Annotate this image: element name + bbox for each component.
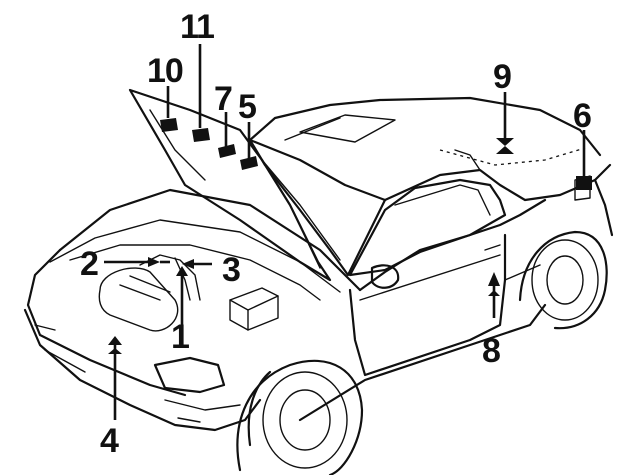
side-window xyxy=(348,178,507,277)
side-mirror xyxy=(370,264,400,289)
callout-3: 3 xyxy=(222,251,240,289)
callout-9: 9 xyxy=(493,58,511,96)
car-body xyxy=(23,88,614,475)
callout-4: 4 xyxy=(100,422,119,460)
front-bumper xyxy=(23,308,262,432)
front-wheel xyxy=(236,359,364,475)
air-cleaner xyxy=(98,267,179,332)
callout-10: 10 xyxy=(147,52,183,90)
engine-bay xyxy=(69,244,321,301)
rear-wheel xyxy=(518,178,614,330)
callout-leaders xyxy=(104,44,592,420)
callout-11: 11 xyxy=(180,8,214,46)
roof xyxy=(248,96,602,157)
callout-6: 6 xyxy=(573,97,591,135)
battery xyxy=(229,287,279,331)
callout-7: 7 xyxy=(214,80,232,118)
callout-5: 5 xyxy=(238,88,256,126)
hood-panel xyxy=(128,88,332,282)
windshield xyxy=(248,138,387,277)
headlight xyxy=(153,356,226,394)
callout-2: 2 xyxy=(80,245,98,283)
sunroof xyxy=(299,114,396,143)
callout-1: 1 xyxy=(171,318,189,356)
callout-8: 8 xyxy=(482,332,500,370)
callout-labels: 1 2 3 4 5 6 7 8 9 10 11 xyxy=(80,8,592,460)
